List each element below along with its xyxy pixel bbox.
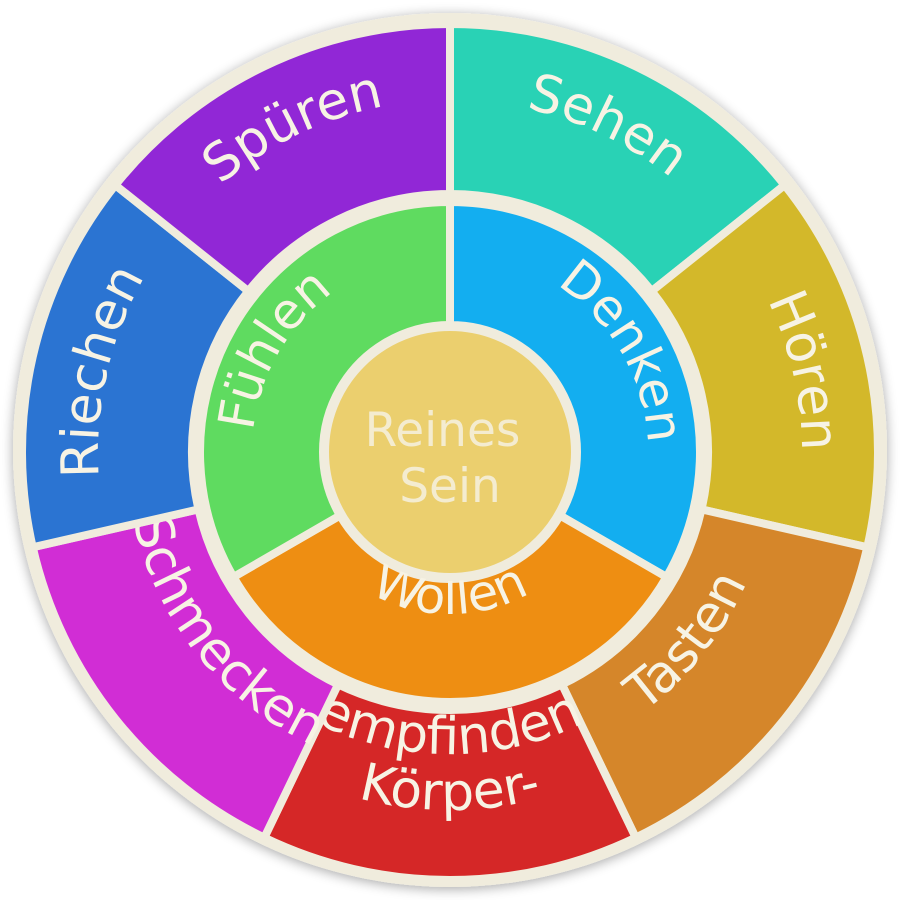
center-label-line-2: Sein	[399, 459, 501, 514]
center-label-line-1: Reines	[365, 403, 521, 458]
outer-segment-sehen	[446, 20, 789, 296]
outer-segment-schmecken	[28, 505, 343, 842]
center-circle	[321, 323, 579, 581]
outer-segment-koerper-empfinden	[260, 680, 640, 884]
outer-segment-riechen	[18, 181, 253, 552]
center-hub: Reines Sein	[321, 323, 579, 581]
outer-segment-hoeren	[647, 181, 882, 552]
outer-segment-spueren	[111, 20, 454, 296]
outer-label-koerper-empfinden-line-1: Körper-	[355, 752, 545, 823]
center-label: Reines Sein	[365, 403, 536, 514]
outer-segment-tasten	[557, 505, 872, 842]
